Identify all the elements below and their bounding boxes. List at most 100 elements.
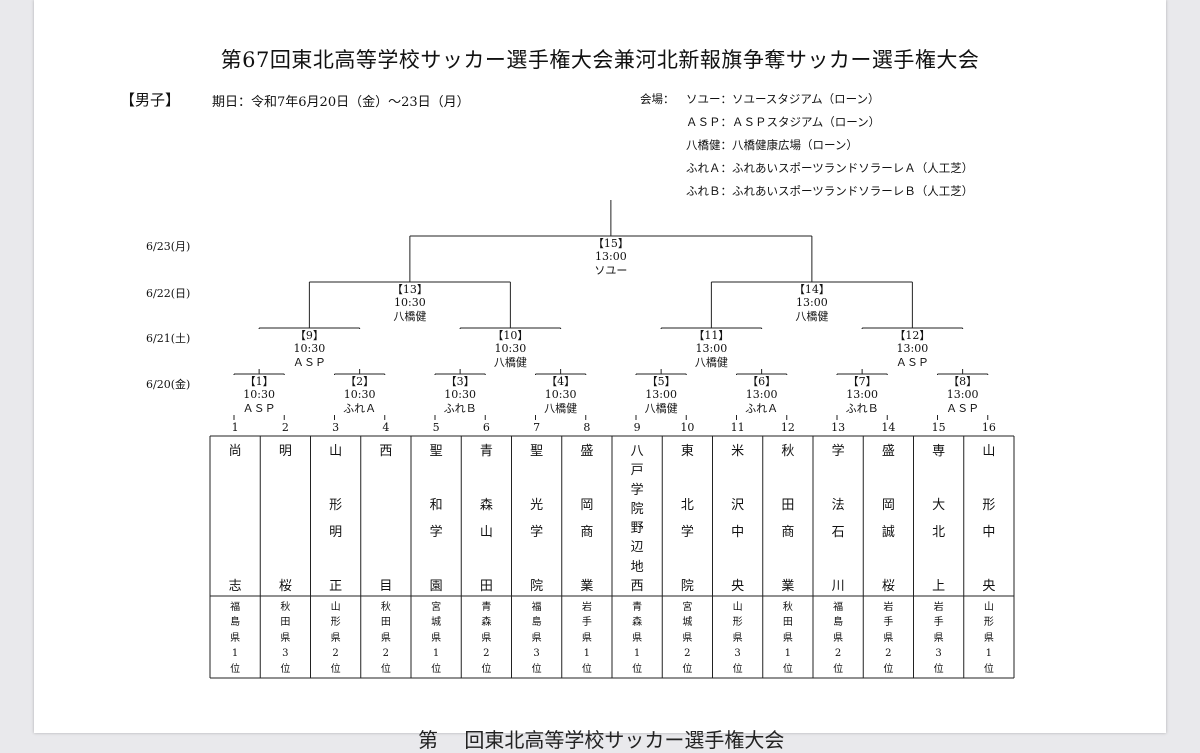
pref-char: 城 <box>682 617 693 629</box>
pref-char: 田 <box>280 617 291 629</box>
match-venue: ふれＡ <box>343 401 377 415</box>
team-position-number: 4 <box>382 421 390 434</box>
team-name-char: 青 <box>479 444 493 459</box>
match-venue: ふれＡ <box>745 401 779 415</box>
pref-char: 位 <box>732 663 743 675</box>
team-name-char: 川 <box>831 579 845 594</box>
pref-char: 2 <box>684 648 691 660</box>
pref-char: 位 <box>833 663 844 675</box>
match-venue: ソユー <box>594 263 628 277</box>
pref-char: 県 <box>983 632 994 644</box>
match-time: 10:30 <box>444 388 476 402</box>
pref-char: 山 <box>983 602 994 613</box>
pref-char: 田 <box>380 617 391 629</box>
team-name-char: 業 <box>580 579 594 594</box>
team-name-char: 学 <box>630 482 644 498</box>
match-no: 【8】 <box>948 375 978 388</box>
pref-char: 1 <box>985 648 993 660</box>
match-time: 13:00 <box>846 388 878 402</box>
team-name-char: 田 <box>479 579 493 594</box>
venue-item: ＡＳＰ：ＡＳＰスタジアム（ローン） <box>686 115 881 129</box>
pref-char: 県 <box>230 632 241 644</box>
pref-char: 県 <box>330 632 341 644</box>
pref-char: 岩 <box>581 602 592 613</box>
pref-char: 2 <box>885 648 892 660</box>
match-venue: ＡＳＰ <box>292 355 326 369</box>
team-name-char: 学 <box>530 525 544 540</box>
team-position-number: 15 <box>931 421 946 434</box>
team-position-number: 8 <box>583 421 591 434</box>
team-name-char: 上 <box>932 579 946 594</box>
pref-char: 城 <box>431 617 442 629</box>
match-venue: 八橋健 <box>694 355 728 369</box>
division-label: 【男子】 <box>120 91 181 109</box>
pref-char: 秋 <box>782 602 793 613</box>
venue-item: ソユー：ソユースタジアム（ローン） <box>686 92 880 106</box>
pref-char: 岩 <box>883 602 894 613</box>
match-time: 10:30 <box>343 388 376 402</box>
pref-char: 県 <box>380 632 391 644</box>
pref-char: 位 <box>933 663 944 675</box>
pref-char: 森 <box>481 617 492 629</box>
pref-char: 県 <box>531 632 542 644</box>
pref-char: 県 <box>632 632 643 644</box>
match-venue: ふれＢ <box>845 401 879 415</box>
round-date: 6/21(土) <box>146 332 191 345</box>
team-position-number: 10 <box>680 421 695 434</box>
match-time: 13:00 <box>745 388 778 402</box>
team-name-char: 和 <box>429 498 443 513</box>
team-position-number: 14 <box>881 421 896 434</box>
venue-item: ふれＢ：ふれあいスポーツランドソラーレＢ（人工芝） <box>686 184 974 198</box>
match-time: 13:00 <box>645 388 677 402</box>
match-time: 13:00 <box>946 388 979 402</box>
team-name-char: 光 <box>530 498 544 513</box>
match-time: 13:00 <box>896 342 929 356</box>
match-time: 10:30 <box>544 388 577 402</box>
page-title: 第67回東北高等学校サッカー選手権大会兼河北新報旗争奪サッカー選手権大会 <box>220 48 980 72</box>
pref-char: 福 <box>230 602 241 613</box>
team-name-char: 正 <box>329 579 343 594</box>
match-no: 【11】 <box>693 329 730 342</box>
team-name-char: 形 <box>329 498 343 513</box>
pref-char: 島 <box>531 617 542 629</box>
team-name-char: 中 <box>731 525 745 540</box>
team-name-char: 野 <box>630 521 644 537</box>
match-venue: 八橋健 <box>544 401 578 415</box>
team-name-char: 院 <box>680 579 694 594</box>
pref-char: 3 <box>282 648 289 660</box>
match-no: 【9】 <box>294 329 324 342</box>
pref-char: 1 <box>583 648 591 660</box>
team-name-char: 桜 <box>278 579 292 594</box>
team-name-char: 聖 <box>429 444 443 459</box>
team-name-char: 岡 <box>580 498 594 513</box>
team-name-char: 明 <box>329 525 343 540</box>
pref-char: 宮 <box>431 602 442 613</box>
team-name-char: 秋 <box>781 444 795 459</box>
team-name-char: 院 <box>630 501 644 517</box>
team-name-char: 目 <box>379 579 393 594</box>
footer-next-title: 第 回東北高等学校サッカー選手権大会 <box>418 728 785 752</box>
team-name-char: 誠 <box>881 525 895 540</box>
pref-char: 県 <box>581 632 592 644</box>
team-name-char: 森 <box>479 498 493 513</box>
team-name-char: 岡 <box>881 498 895 513</box>
match-time: 10:30 <box>494 342 527 356</box>
team-position-number: 16 <box>981 421 996 434</box>
